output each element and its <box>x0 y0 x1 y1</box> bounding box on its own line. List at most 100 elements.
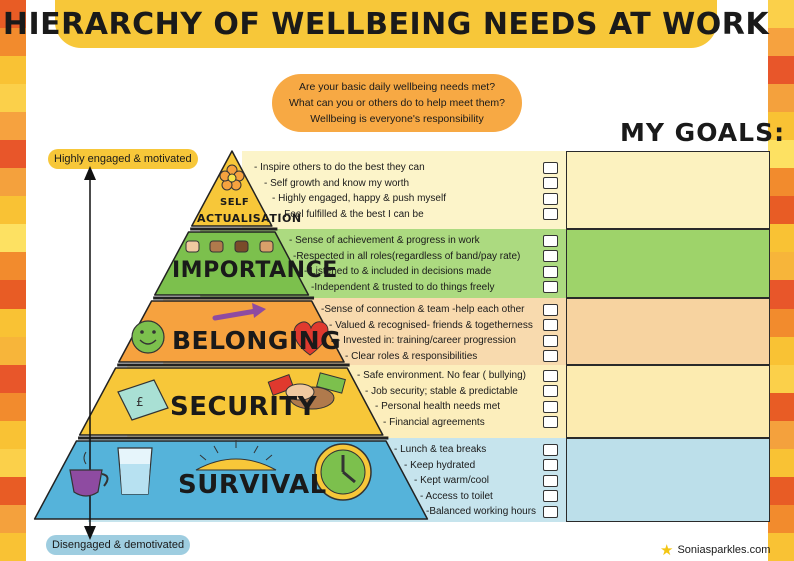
stripe-segment <box>768 336 794 365</box>
level-label-belonging: BELONGING <box>172 326 342 355</box>
right-color-stripe <box>768 0 794 561</box>
goal-checkbox[interactable] <box>543 385 558 397</box>
stripe-segment <box>0 504 26 533</box>
stripe-segment <box>0 448 26 477</box>
need-item: - Lunch & tea breaks <box>394 444 487 455</box>
need-item: -Independent & trusted to do things free… <box>311 281 495 293</box>
goal-box-belonging[interactable] <box>566 298 770 365</box>
level-items-importance: - Sense of achievement & progress in wor… <box>289 233 520 295</box>
goal-checkbox[interactable] <box>543 208 558 220</box>
stripe-segment <box>768 196 794 225</box>
goal-checkbox[interactable] <box>543 416 558 428</box>
need-item: -Balanced working hours <box>426 506 537 517</box>
stripe-segment <box>768 308 794 337</box>
stripe-segment <box>0 224 26 253</box>
goal-checkbox[interactable] <box>543 319 558 331</box>
axis-bottom-label: Disengaged & demotivated <box>46 535 191 555</box>
goal-checkbox[interactable] <box>543 369 558 382</box>
stripe-segment <box>0 196 26 225</box>
level-items-security: - Safe environment. No fear ( bullying) … <box>357 368 526 430</box>
need-item: - Listened to & included in decisions ma… <box>304 266 492 277</box>
stripe-segment <box>768 532 794 561</box>
goal-checkbox[interactable] <box>543 303 558 316</box>
need-item: - Personal health needs met <box>375 401 501 412</box>
goal-checkbox[interactable] <box>543 400 558 413</box>
goal-checkbox[interactable] <box>543 350 558 362</box>
tea-cup-icon <box>69 451 109 497</box>
goal-checkbox[interactable] <box>543 265 558 278</box>
stripe-segment <box>0 280 26 309</box>
goal-box-self-actualisation[interactable] <box>566 151 770 229</box>
question-bubble: Are your basic daily wellbeing needs met… <box>272 74 522 132</box>
stripe-segment <box>768 392 794 421</box>
need-item: - Highly engaged, happy & push myself <box>272 193 446 204</box>
need-item: -Sense of connection & team -help each o… <box>321 304 525 315</box>
stripe-segment <box>0 140 26 169</box>
goal-box-survival[interactable] <box>566 438 770 522</box>
goal-checkbox[interactable] <box>543 177 558 189</box>
need-item: - Self growth and know my worth <box>264 177 410 189</box>
stripe-segment <box>768 448 794 477</box>
goal-box-security[interactable] <box>566 365 770 438</box>
goal-checkbox[interactable] <box>543 474 558 487</box>
stripe-segment <box>0 252 26 281</box>
level-items-belonging: -Sense of connection & team -help each o… <box>321 302 533 364</box>
page-title: HIERARCHY OF WELLBEING NEEDS AT WORK <box>2 6 770 42</box>
stripe-segment <box>0 0 26 29</box>
star-icon: ★ <box>660 542 674 559</box>
stripe-segment <box>0 336 26 365</box>
goal-checkbox[interactable] <box>543 161 558 174</box>
stripe-segment <box>768 140 794 169</box>
goal-checkbox[interactable] <box>543 250 558 262</box>
growth-arrow-icon <box>212 303 266 321</box>
level-label-self-actualisation-line1: SELF <box>220 197 250 208</box>
need-item: - Job security; stable & predictable <box>365 385 518 397</box>
handshake-icon <box>267 372 346 410</box>
stripe-segment <box>768 84 794 113</box>
need-item: - Clear roles & responsibilities <box>345 350 478 362</box>
goal-checkbox[interactable] <box>543 192 558 205</box>
heart-icon <box>293 321 329 356</box>
goal-checkbox[interactable] <box>543 505 558 518</box>
stripe-segment <box>0 56 26 85</box>
goal-checkbox[interactable] <box>543 459 558 471</box>
need-item: -Respected in all roles(regardless of ba… <box>293 250 521 262</box>
need-item: - Access to toilet <box>420 490 493 502</box>
goal-checkbox[interactable] <box>543 234 558 247</box>
stripe-segment <box>0 476 26 505</box>
water-glass-icon <box>117 447 153 495</box>
left-color-stripe <box>0 0 26 561</box>
brand-name: Soniasparkles.com <box>677 544 771 556</box>
money-note-icon: £ <box>117 379 169 421</box>
goal-checkbox[interactable] <box>543 281 558 293</box>
goal-box-importance[interactable] <box>566 229 770 298</box>
level-label-importance: IMPORTANCE <box>172 258 338 283</box>
goals-title: MY GOALS: <box>620 118 786 147</box>
stripe-segment <box>0 532 26 561</box>
level-items-self-actualisation: - Inspire others to do the best they can… <box>254 160 446 222</box>
question-line: What can you or others do to help meet t… <box>289 97 505 109</box>
stripe-segment <box>768 364 794 393</box>
need-item: - Financial agreements <box>383 416 485 428</box>
goal-checkbox[interactable] <box>543 490 558 502</box>
level-label-survival: SURVIVAL <box>178 470 327 500</box>
stripe-segment <box>768 28 794 57</box>
stripe-segment <box>768 252 794 281</box>
level-label-security: SECURITY <box>170 392 317 422</box>
stripe-segment <box>768 280 794 309</box>
stripe-segment <box>0 364 26 393</box>
title-banner: HIERARCHY OF WELLBEING NEEDS AT WORK <box>3 0 769 48</box>
raised-fists-icon <box>185 240 274 253</box>
goal-checkbox[interactable] <box>543 334 558 347</box>
smiley-icon <box>131 320 165 354</box>
need-item: - Invested in: training/career progressi… <box>337 335 516 346</box>
stripe-segment <box>768 0 794 29</box>
stripe-segment <box>768 112 794 141</box>
brand-footer: ★ Soniasparkles.com <box>660 541 770 559</box>
flower-icon <box>219 164 245 191</box>
need-item: - Feel fulfilled & the best I can be <box>278 208 424 220</box>
goal-checkbox[interactable] <box>543 443 558 456</box>
question-line: Are your basic daily wellbeing needs met… <box>298 81 496 93</box>
svg-text:£: £ <box>136 395 144 409</box>
need-item: - Kept warm/cool <box>414 475 490 486</box>
